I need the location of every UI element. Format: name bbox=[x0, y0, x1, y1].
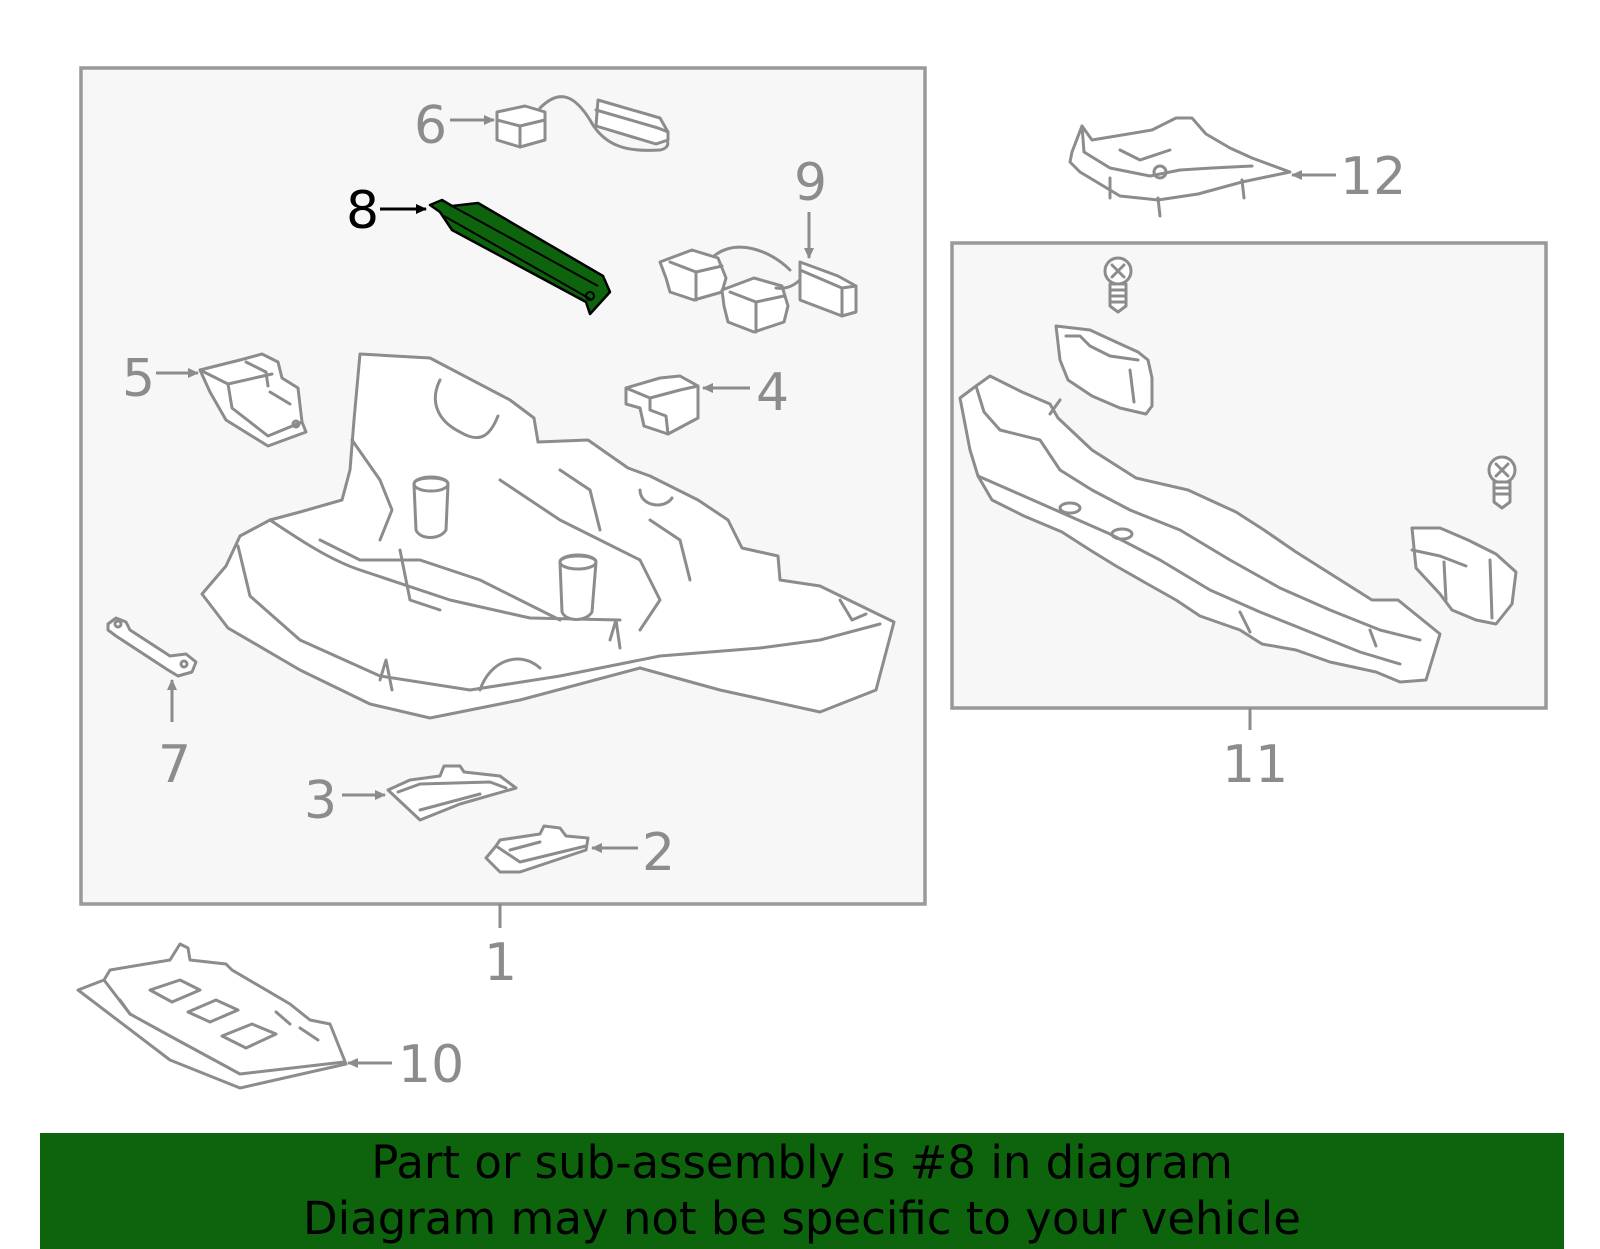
part-12-bracket[interactable] bbox=[1068, 116, 1292, 218]
callout-7: 7 bbox=[158, 735, 191, 795]
callout-3: 3 bbox=[304, 771, 337, 831]
part-5-switch-block[interactable] bbox=[198, 352, 308, 448]
callout-6: 6 bbox=[414, 96, 447, 156]
part-7-bracket[interactable] bbox=[106, 616, 198, 678]
callout-11: 11 bbox=[1222, 735, 1288, 795]
part-9-socket-harness[interactable] bbox=[658, 245, 858, 334]
callout-4: 4 bbox=[756, 363, 789, 423]
part-2-lens[interactable] bbox=[484, 824, 590, 874]
callout-9: 9 bbox=[794, 153, 827, 213]
part-11-right-bracket[interactable] bbox=[1410, 526, 1518, 626]
part-10-trim-cover[interactable] bbox=[76, 942, 348, 1090]
leader-lines bbox=[156, 115, 1336, 1068]
part-1-console-housing[interactable] bbox=[200, 352, 896, 720]
part-6-wire-connector[interactable] bbox=[495, 95, 670, 152]
part-11-screw-right[interactable] bbox=[1487, 455, 1517, 510]
callout-12: 12 bbox=[1340, 147, 1406, 207]
part-3-lens[interactable] bbox=[386, 764, 518, 822]
part-11-screw-top[interactable] bbox=[1103, 256, 1133, 314]
part-11-main-bar[interactable] bbox=[958, 374, 1442, 684]
info-banner: Part or sub-assembly is #8 in diagram Di… bbox=[40, 1133, 1564, 1249]
part-8-highlighted[interactable] bbox=[428, 198, 612, 316]
callout-10: 10 bbox=[398, 1035, 464, 1095]
callout-1: 1 bbox=[484, 933, 517, 993]
banner-line-1: Part or sub-assembly is #8 in diagram bbox=[371, 1136, 1233, 1189]
part-11-top-bracket[interactable] bbox=[1054, 324, 1154, 416]
banner-line-2: Diagram may not be specific to your vehi… bbox=[303, 1192, 1301, 1245]
part-4-clip[interactable] bbox=[624, 374, 700, 436]
callout-8: 8 bbox=[346, 181, 379, 241]
callout-2: 2 bbox=[642, 823, 675, 883]
callout-5: 5 bbox=[122, 349, 155, 409]
